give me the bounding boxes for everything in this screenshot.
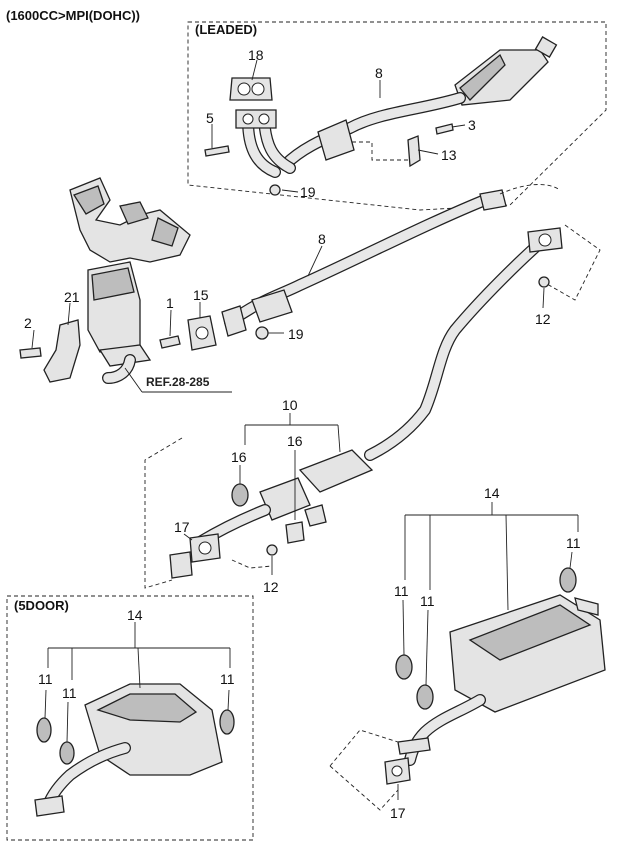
hanger-11-5door-left	[36, 717, 52, 743]
callout-12-upper: 12	[535, 311, 551, 327]
callout-11-rear-mid: 11	[420, 593, 435, 609]
hanger-11-rear-mid	[416, 684, 434, 710]
bracket-13	[407, 135, 421, 168]
center-muffler	[259, 449, 374, 521]
callout-3: 3	[468, 117, 476, 133]
bolt-2	[19, 347, 42, 359]
diagram-title: (1600CC>MPI(DOHC))	[6, 8, 140, 23]
callout-16-right: 16	[287, 433, 303, 449]
callout-19-main: 19	[288, 326, 304, 342]
five-door-box-title: (5DOOR)	[14, 598, 69, 613]
bolt-3	[435, 123, 454, 135]
hanger-11-5door-mid	[59, 741, 75, 765]
hanger-16-right	[285, 521, 305, 544]
nut-19-main	[255, 326, 269, 340]
rear-muffler	[449, 594, 606, 713]
callout-19-leaded: 19	[300, 184, 316, 200]
bolt-5	[204, 145, 230, 157]
callout-11-5door-mid: 11	[62, 685, 77, 701]
gasket-17-rear	[384, 757, 411, 785]
callout-17-center: 17	[174, 519, 190, 535]
hanger-16-left	[231, 483, 249, 507]
gasket-17-center	[189, 533, 221, 563]
hanger-11-5door-right	[219, 709, 235, 735]
nut-12-lower	[266, 544, 278, 556]
callout-8-leaded: 8	[375, 65, 383, 81]
callout-1: 1	[166, 295, 174, 311]
bracket-21	[43, 319, 81, 383]
callout-11-5door-right: 11	[220, 671, 235, 687]
five-door-inset: (5DOOR) 14 11 11 11	[6, 595, 254, 841]
callout-17-rear: 17	[390, 805, 406, 821]
callout-8-main: 8	[318, 231, 326, 247]
leaded-box-title: (LEADED)	[195, 22, 257, 37]
callout-14-main: 14	[484, 485, 500, 501]
callout-21: 21	[64, 289, 80, 305]
leaded-pipe-joint	[317, 119, 355, 161]
hanger-11-rear-left	[395, 654, 413, 680]
reference-label: REF.28-285	[146, 375, 210, 389]
center-pipe-gasket	[527, 227, 563, 253]
callout-18: 18	[248, 47, 264, 63]
nut-12-upper	[538, 276, 550, 288]
front-pipe-flange	[479, 189, 507, 211]
callout-13: 13	[441, 147, 457, 163]
callout-14-5door: 14	[127, 607, 143, 623]
callout-16-left: 16	[231, 449, 247, 465]
leaded-flange	[235, 109, 277, 129]
callout-2: 2	[24, 315, 32, 331]
hanger-11-rear-top	[559, 567, 577, 593]
callout-15: 15	[193, 287, 209, 303]
center-pipe-upper	[364, 230, 554, 461]
gasket-18	[229, 77, 273, 101]
front-pipe-resonator	[251, 289, 293, 323]
callout-5: 5	[206, 110, 214, 126]
callout-11-rear-left: 11	[394, 583, 409, 599]
callout-11-rear-top: 11	[566, 535, 581, 551]
callout-12-lower: 12	[263, 579, 279, 595]
leaded-catalytic-converter	[454, 36, 558, 106]
five-door-pipe-flange	[34, 795, 65, 817]
exhaust-manifold-assembly	[69, 177, 191, 384]
nut-19-leaded	[269, 184, 281, 196]
leaded-inset: (LEADED)	[187, 21, 607, 211]
stud-1	[159, 335, 181, 349]
callout-11-5door-left: 11	[38, 671, 53, 687]
gasket-15	[187, 315, 217, 351]
callout-10: 10	[282, 397, 298, 413]
